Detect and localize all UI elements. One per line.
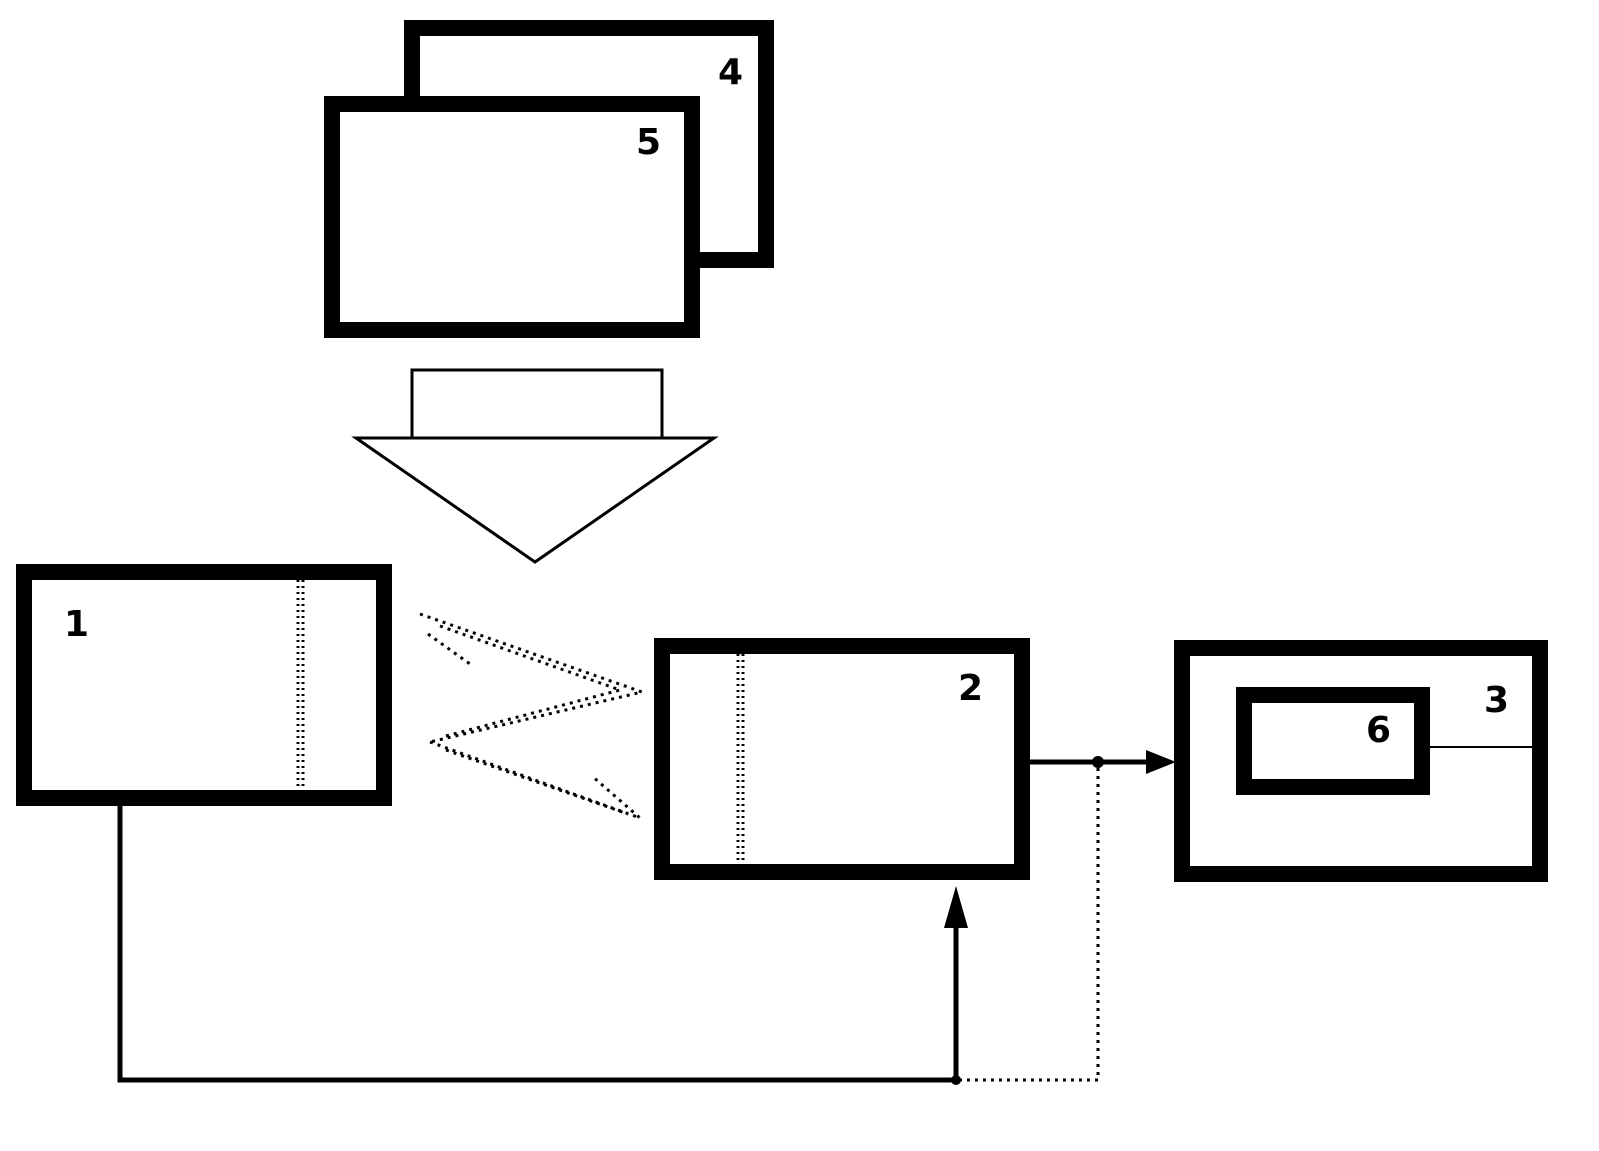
block-6-label: 6 (1366, 710, 1391, 751)
junction-dot-bottom (951, 1075, 961, 1085)
block-6: 6 (1236, 687, 1534, 795)
block-2-label: 2 (958, 668, 983, 709)
projector-body (410, 368, 664, 440)
signal-ray-lower (429, 740, 641, 820)
block-5: 5 (324, 96, 700, 338)
arrowhead-up (944, 886, 968, 928)
projector-cone (351, 436, 719, 564)
signal-ray-upper (419, 612, 648, 744)
junction-dot (1092, 756, 1104, 768)
arrowhead-right (1146, 750, 1176, 774)
block-2: 2 (654, 638, 1030, 880)
signal-ray-tail (427, 632, 471, 666)
dotted-feedback-line (956, 768, 1100, 1082)
block-5-label: 5 (636, 122, 661, 163)
block-4-label: 4 (718, 52, 743, 93)
projector-symbol (351, 368, 719, 564)
block-1-label: 1 (64, 604, 89, 645)
block-3-label: 3 (1484, 680, 1509, 721)
arrow-1-to-2 (117, 800, 968, 1085)
signal-ray-lower-2 (445, 748, 629, 816)
signal-ray-upper-2 (439, 624, 626, 738)
arrow-2-to-3 (1026, 750, 1176, 774)
block-1: 1 (16, 564, 392, 806)
signal-rays (419, 612, 648, 820)
